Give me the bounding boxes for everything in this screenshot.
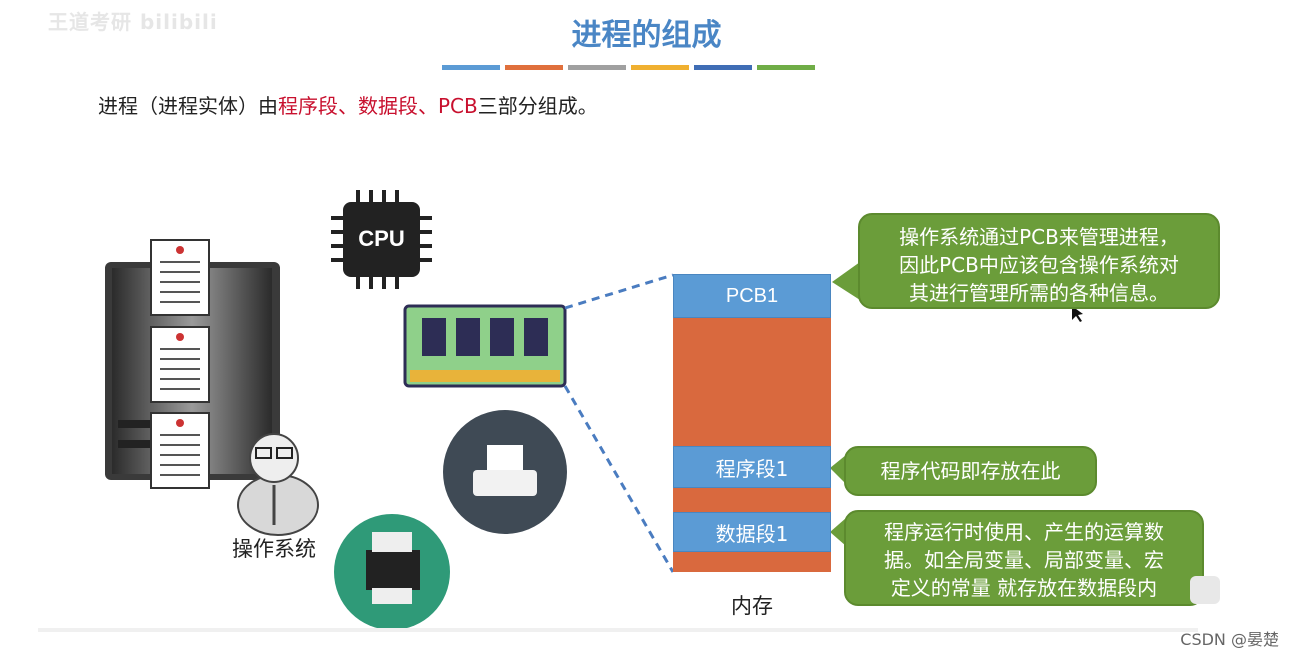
watermark: 王道考研 bilibili: [48, 10, 218, 34]
memory-segment-pcb: PCB1: [673, 274, 831, 318]
bubble-pointer: [830, 518, 846, 546]
page-title: 进程的组成: [571, 18, 722, 53]
memory-segment-free: [673, 488, 831, 512]
document-icon: [150, 239, 210, 316]
intro-prefix: 进程（进程实体）由: [98, 94, 278, 118]
cursor-icon: [1072, 306, 1083, 322]
data-note-line: 程序运行时使用、产生的运算数: [884, 520, 1164, 544]
os-label: 操作系统: [232, 537, 316, 561]
ram-module-icon: [403, 304, 567, 388]
video-control-icon[interactable]: [1190, 576, 1220, 604]
pcb-note-bubble: 操作系统通过PCB来管理进程， 因此PCB中应该包含操作系统对 其进行管理所需的…: [858, 213, 1220, 309]
color-bar: [631, 65, 689, 70]
title-color-bars: [442, 65, 815, 70]
pcb-note-line: 其进行管理所需的各种信息。: [909, 281, 1169, 305]
data-note-line: 据。如全局变量、局部变量、宏: [884, 548, 1164, 572]
connector-line: [563, 385, 675, 573]
bubble-pointer: [830, 455, 846, 484]
memory-segment-program: 程序段1: [673, 446, 831, 488]
connector-line: [564, 273, 674, 310]
intro-sep: 、: [418, 94, 438, 118]
intro-suffix: 三部分组成。: [477, 94, 598, 118]
intro-sentence: 进程（进程实体）由程序段、数据段、PCB三部分组成。: [98, 90, 598, 119]
intro-highlight-pcb: PCB: [438, 94, 478, 118]
cpu-label: CPU: [358, 226, 405, 251]
color-bar: [505, 65, 563, 70]
color-bar: [757, 65, 815, 70]
bottom-divider: [38, 628, 1198, 632]
pcb-note-line: 因此PCB中应该包含操作系统对: [899, 253, 1179, 277]
intro-sep: 、: [338, 94, 358, 118]
color-bar: [568, 65, 626, 70]
memory-segment-free: [673, 318, 831, 446]
program-note-bubble: 程序代码即存放在此: [844, 446, 1097, 496]
color-bar: [442, 65, 500, 70]
color-bar: [694, 65, 752, 70]
printer-icon: [443, 410, 567, 534]
memory-segment-data: 数据段1: [673, 512, 831, 552]
csdn-credit: CSDN @晏楚: [1180, 630, 1279, 649]
pcb-note-line: 操作系统通过PCB来管理进程，: [899, 225, 1179, 249]
cpu-icon: [331, 190, 432, 289]
person-icon: [237, 433, 319, 536]
intro-highlight-program: 程序段: [278, 94, 338, 118]
document-icon: [150, 412, 210, 489]
bubble-pointer: [832, 262, 860, 300]
data-note-line: 定义的常量 就存放在数据段内: [890, 576, 1158, 600]
memory-label: 内存: [731, 594, 773, 618]
memory-segment-free: [673, 552, 831, 572]
data-note-bubble: 程序运行时使用、产生的运算数 据。如全局变量、局部变量、宏 定义的常量 就存放在…: [844, 510, 1204, 606]
printer-icon: [334, 514, 450, 630]
document-icon: [150, 326, 210, 403]
program-note-text: 程序代码即存放在此: [880, 459, 1061, 483]
intro-highlight-data: 数据段: [358, 94, 418, 118]
